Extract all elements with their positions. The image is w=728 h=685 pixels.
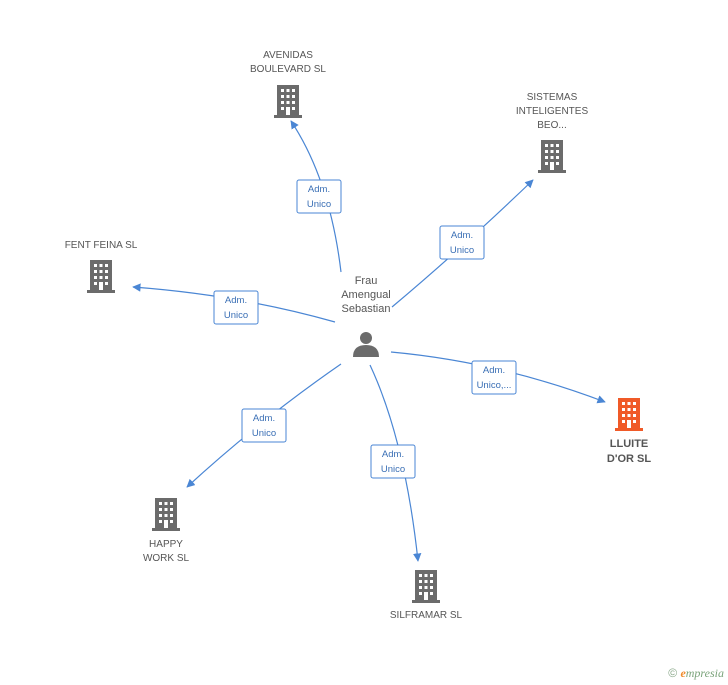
company-name: WORK SL bbox=[143, 553, 190, 564]
building-icon bbox=[87, 260, 115, 293]
company-name: SILFRAMAR SL bbox=[390, 610, 463, 621]
relation-label-text: Unico bbox=[252, 428, 276, 439]
building-icon bbox=[615, 398, 643, 431]
building-icon bbox=[152, 498, 180, 531]
relation-label-fent[interactable]: Adm. Unico bbox=[213, 290, 259, 325]
relation-label-text: Unico bbox=[307, 199, 331, 210]
relation-label-box bbox=[370, 444, 416, 479]
company-node-fent[interactable]: FENT FEINA SL bbox=[65, 240, 138, 293]
copyright-symbol: © bbox=[668, 666, 678, 680]
relation-label-silframar[interactable]: Adm. Unico bbox=[370, 444, 416, 479]
company-node-happy[interactable]: HAPPY WORK SL bbox=[143, 498, 190, 564]
relation-label-text: Adm. bbox=[451, 230, 473, 241]
building-icon bbox=[538, 140, 566, 173]
relation-label-text: Adm. bbox=[483, 365, 505, 376]
company-name: AVENIDAS bbox=[263, 50, 313, 61]
company-name: FENT FEINA SL bbox=[65, 240, 138, 251]
company-name: INTELIGENTES bbox=[516, 106, 589, 117]
relation-label-box bbox=[439, 225, 485, 260]
relation-label-box bbox=[213, 290, 259, 325]
relation-label-text: Unico,... bbox=[477, 380, 512, 391]
relation-label-box bbox=[471, 360, 517, 395]
company-name: SISTEMAS bbox=[527, 92, 578, 103]
building-icon bbox=[412, 570, 440, 603]
person-name: Frau bbox=[355, 275, 378, 287]
relation-label-text: Adm. bbox=[253, 413, 275, 424]
relation-label-text: Unico bbox=[381, 464, 405, 475]
company-node-silframar[interactable]: SILFRAMAR SL bbox=[390, 570, 463, 621]
relation-label-text: Adm. bbox=[382, 449, 404, 460]
person-name: Sebastian bbox=[342, 303, 391, 315]
relation-label-text: Unico bbox=[450, 245, 474, 256]
relation-label-happy[interactable]: Adm. Unico bbox=[241, 408, 287, 443]
person-name: Amengual bbox=[341, 289, 391, 301]
relation-label-text: Adm. bbox=[308, 184, 330, 195]
relation-label-lluite[interactable]: Adm. Unico,... bbox=[471, 360, 517, 395]
relation-label-box bbox=[296, 179, 342, 214]
company-name: LLUITE bbox=[610, 438, 649, 450]
brand-logo[interactable]: empresia bbox=[680, 666, 724, 680]
company-node-sistemas[interactable]: SISTEMAS INTELIGENTES BEO... bbox=[516, 92, 589, 173]
footer-brand: © empresia bbox=[668, 666, 724, 681]
company-name: D'OR SL bbox=[607, 453, 651, 465]
company-name: BOULEVARD SL bbox=[250, 64, 326, 75]
company-node-avenidas[interactable]: AVENIDAS BOULEVARD SL bbox=[250, 50, 326, 118]
building-icon bbox=[274, 85, 302, 118]
company-node-lluite[interactable]: LLUITE D'OR SL bbox=[607, 398, 651, 465]
relation-label-avenidas[interactable]: Adm. Unico bbox=[296, 179, 342, 214]
relation-label-text: Adm. bbox=[225, 295, 247, 306]
relation-label-text: Unico bbox=[224, 310, 248, 321]
company-name: BEO... bbox=[537, 120, 566, 131]
relation-label-sistemas[interactable]: Adm. Unico bbox=[439, 225, 485, 260]
person-icon bbox=[353, 332, 379, 357]
company-name: HAPPY bbox=[149, 539, 183, 550]
relation-label-box bbox=[241, 408, 287, 443]
